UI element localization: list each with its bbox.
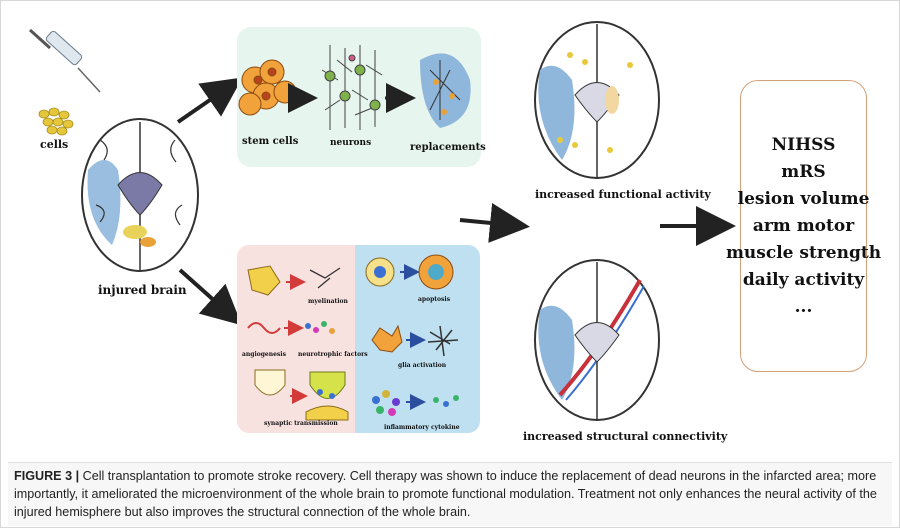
angiogenesis-icon [247,320,335,336]
caption-text: Cell transplantation to promote stroke r… [14,469,877,519]
label-neurons: neurons [330,138,372,148]
outcome-item: lesion volume [737,188,870,209]
label-increased-structural-connectivity: increased structural connectivity [523,430,728,443]
replacements-icon [420,53,471,129]
functional-brain-icon [534,21,660,179]
cytokine-icon [372,390,459,416]
label-neurotrophic-factors: neurotrophic factors [298,351,368,358]
outcome-item: mRS [781,161,826,182]
label-glia-activation: glia activation [398,362,447,369]
myelination-icon [247,265,341,296]
stem-cell-panel [237,27,481,167]
label-synaptic-transmission: synaptic transmission [264,420,338,427]
outcome-item: daily activity [742,269,865,290]
apoptosis-icon [365,254,454,290]
outcome-item: arm motor [752,215,855,236]
outcome-item: ... [794,296,813,317]
outcome-item: muscle strength [725,242,882,263]
figure-label: FIGURE 3 | [14,469,80,483]
label-inflammatory-cytokine: inflammatory cytokine [384,424,460,431]
label-injured-brain: injured brain [98,283,187,297]
arrow-to-stem-cells [176,77,243,124]
outcome-measures-box: NIHSS mRS lesion volume arm motor muscle… [726,80,881,372]
label-apoptosis: apoptosis [418,296,451,303]
arrow-to-microenvironment [178,268,242,326]
glia-icon [371,324,459,357]
arrow-to-results [459,203,530,243]
synapse-icon [254,369,349,421]
syringe-icon [28,28,101,93]
cells-icon [38,107,74,136]
label-increased-functional-activity: increased functional activity [535,188,711,201]
figure-diagram [28,21,736,433]
outcome-item: NIHSS [771,134,836,155]
label-stem-cells: stem cells [242,136,299,147]
label-angiogenesis: angiogenesis [242,351,286,358]
label-replacements: replacements [410,142,486,153]
injured-brain-icon [81,118,199,272]
figure-caption: FIGURE 3 | Cell transplantation to promo… [8,462,892,526]
label-cells: cells [40,138,69,151]
structural-brain-icon [534,259,660,421]
label-myelination: myelination [308,298,348,305]
neurons-icon [321,45,383,130]
